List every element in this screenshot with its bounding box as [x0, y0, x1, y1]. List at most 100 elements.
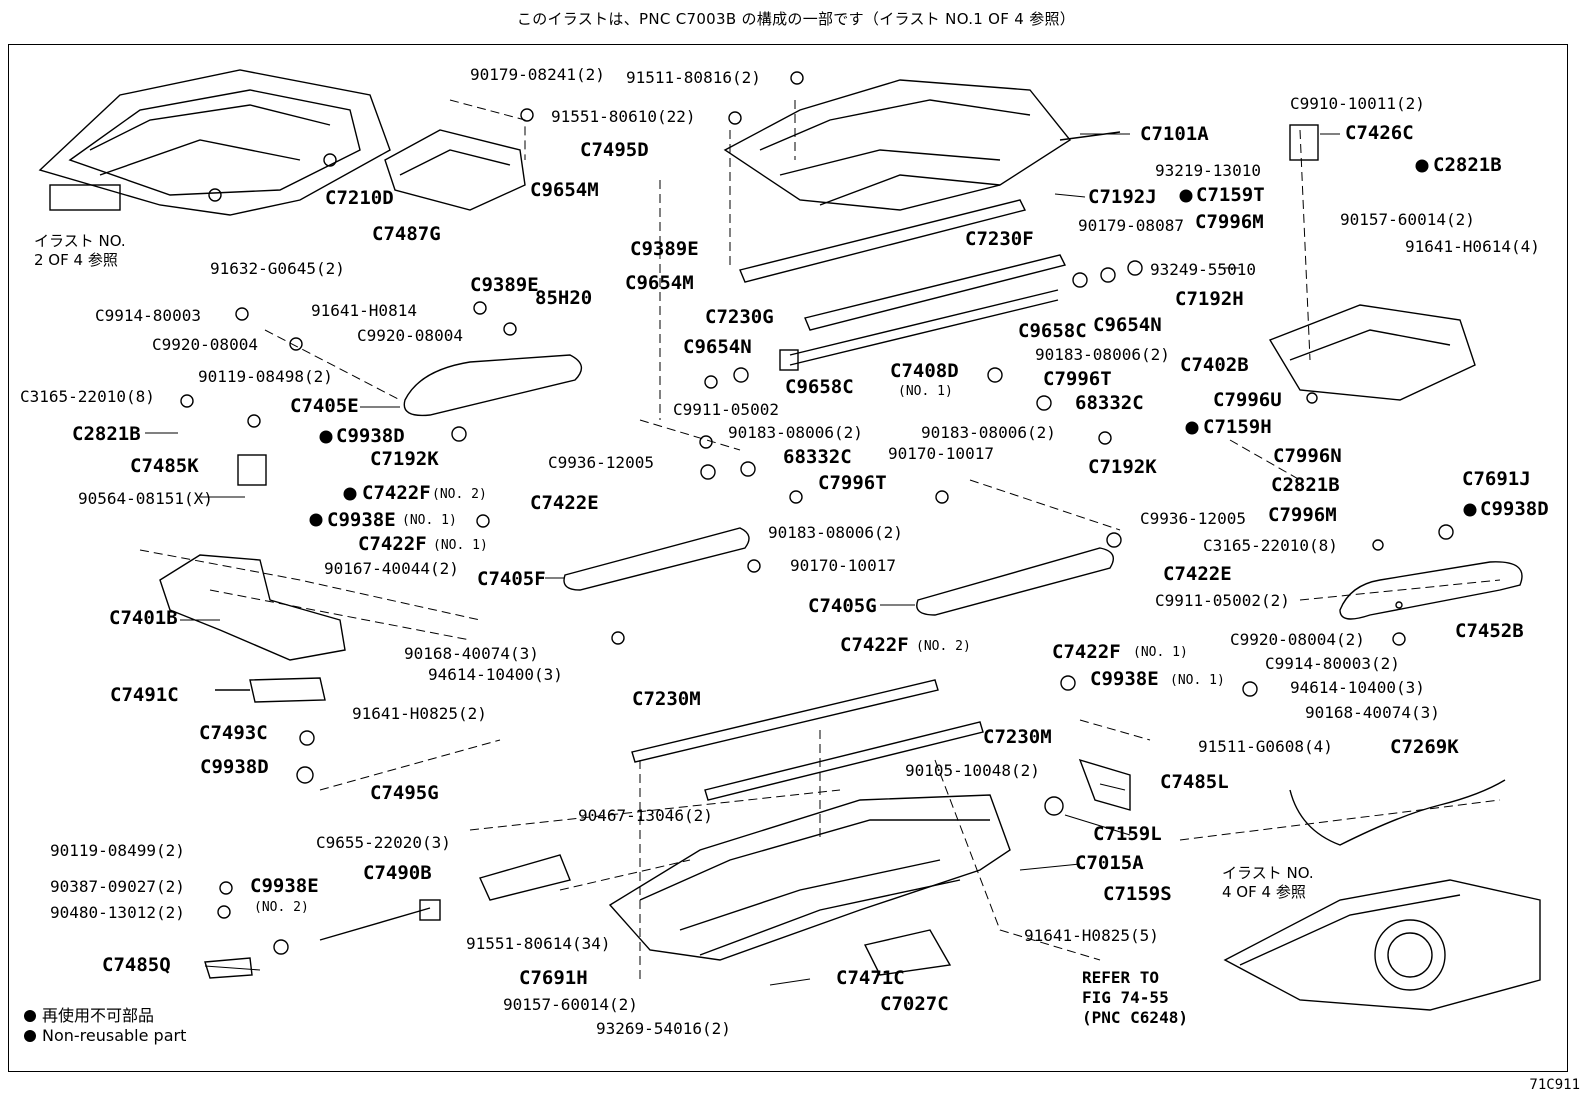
link-c7405f — [563, 527, 750, 591]
part-label: 90168-40074(3) — [404, 644, 539, 663]
part-label: C7192K — [370, 448, 439, 470]
figure-id: 71C911 — [1529, 1077, 1580, 1093]
part-label: C7192J — [1088, 186, 1157, 208]
part-label: C7402B — [1180, 354, 1249, 376]
part-label: 68332C — [783, 446, 852, 468]
fasteners — [180, 71, 1454, 955]
part-label: C9654N — [683, 336, 752, 358]
legend-en: Non-reusable part — [24, 1026, 186, 1045]
part-label: C7493C — [199, 722, 268, 744]
part-label: C9914-80003 — [95, 306, 201, 325]
part-label: C7422F — [362, 482, 431, 504]
ref-line: イラスト NO. — [1222, 864, 1314, 882]
part-label: (NO. 1) — [1133, 645, 1188, 660]
bracket-c7210d — [384, 129, 526, 211]
part-label: 91641-H0825(2) — [352, 704, 487, 723]
part-label: 91632-G0645(2) — [210, 259, 345, 278]
part-label: C7691J — [1462, 468, 1531, 490]
part-label: (NO. 2) — [432, 487, 487, 502]
part-label: C2821B — [1271, 474, 1340, 496]
part-label: 90119-08499(2) — [50, 841, 185, 860]
part-label: C7495D — [580, 139, 649, 161]
rail-c7230m-upper — [631, 679, 939, 763]
alignment-lines — [139, 99, 1501, 980]
part-label: C7422F — [840, 634, 909, 656]
seat-frame-sketch-right — [1223, 879, 1541, 1011]
part-label: 90168-40074(3) — [1305, 703, 1440, 722]
part-label: C9658C — [785, 376, 854, 398]
part-label: C7996N — [1273, 445, 1342, 467]
rail-c7230g — [804, 254, 1067, 331]
part-label: C7490B — [363, 862, 432, 884]
header-caption: このイラストは、PNC C7003B の構成の一部です（イラスト NO.1 OF… — [516, 10, 1076, 28]
part-label: C9938E — [1090, 668, 1159, 690]
rod-c7408d — [779, 289, 1059, 371]
non-reusable-dot-icon — [24, 1010, 36, 1022]
part-label: C9914-80003(2) — [1265, 654, 1400, 673]
part-label: C2821B — [72, 423, 141, 445]
ref-line: REFER TO — [1082, 968, 1160, 987]
illustration-ref-4: イラスト NO. 4 OF 4 参照 — [1222, 864, 1314, 902]
part-label: 91551-80610(22) — [551, 107, 696, 126]
part-label: C7996U — [1213, 389, 1282, 411]
part-label: C7426C — [1345, 122, 1414, 144]
seat-frame-c7101a — [723, 79, 1121, 211]
ref-line: (PNC C6248) — [1082, 1008, 1188, 1027]
part-label: 91511-80816(2) — [626, 68, 761, 87]
part-label: C9389E — [630, 238, 699, 260]
part-label: C7422E — [530, 492, 599, 514]
part-label: C7015A — [1075, 852, 1144, 874]
legend-text: Non-reusable part — [42, 1026, 187, 1045]
ref-line: 2 OF 4 参照 — [34, 250, 118, 269]
part-label: 90179-08087 — [1078, 216, 1184, 235]
part-label: 90183-08006(2) — [921, 423, 1056, 442]
part-label: C7996T — [1043, 368, 1112, 390]
part-label: 91641-H0614(4) — [1405, 237, 1540, 256]
leader-lines — [145, 133, 1340, 986]
part-label: C9920-08004 — [152, 335, 258, 354]
frame-c7402b — [1268, 124, 1476, 401]
bracket-c7485l — [1078, 758, 1131, 811]
part-label: 94614-10400(3) — [428, 665, 563, 684]
part-label: C9938D — [1480, 498, 1549, 520]
part-label: 90183-08006(2) — [768, 523, 903, 542]
non-reusable-markers — [309, 159, 1477, 527]
link-c7452b — [1339, 561, 1523, 620]
part-label: C7405G — [808, 595, 877, 617]
part-label: C7471C — [836, 967, 905, 989]
part-label: C7408D — [890, 360, 959, 382]
part-label: (NO. 1) — [402, 513, 457, 528]
diagram-frame — [8, 44, 1568, 1072]
part-label: C7422F — [1052, 641, 1121, 663]
part-label: 90170-10017 — [888, 444, 994, 463]
part-label: C9655-22020(3) — [316, 833, 451, 852]
part-label: C7485K — [130, 455, 199, 477]
part-label: C7996T — [818, 472, 887, 494]
part-label: C7405F — [477, 568, 546, 590]
part-label: C7485Q — [102, 954, 171, 976]
legend-text: 再使用不可部品 — [42, 1006, 155, 1025]
part-label: C7159T — [1196, 184, 1265, 206]
rail-c7230f — [739, 199, 1027, 283]
actuator-c7490b — [319, 854, 571, 941]
part-label: C9911-05002 — [673, 400, 779, 419]
illustration-ref-2: イラスト NO. 2 OF 4 参照 — [34, 232, 126, 270]
part-label: C9389E — [470, 274, 539, 296]
part-label: 90167-40044(2) — [324, 559, 459, 578]
seat-frame-sketch-left — [38, 69, 391, 216]
part-label: (NO. 1) — [433, 538, 488, 553]
rail-c7230m-lower — [704, 721, 984, 801]
part-label: C9936-12005 — [548, 453, 654, 472]
part-label: (NO. 2) — [916, 639, 971, 654]
part-label: C7996M — [1268, 504, 1337, 526]
part-label: C7487G — [372, 223, 441, 245]
part-label: C7192K — [1088, 456, 1157, 478]
part-label: C7269K — [1390, 736, 1459, 758]
part-label: 94614-10400(3) — [1290, 678, 1425, 697]
part-label: C9911-05002(2) — [1155, 591, 1290, 610]
part-label: 93219-13010 — [1155, 161, 1261, 180]
part-label: 91641-H0814 — [311, 301, 417, 320]
cable-c7269k — [1289, 779, 1506, 846]
part-label: 90467-13046(2) — [578, 806, 713, 825]
part-label: (NO. 2) — [254, 900, 309, 915]
